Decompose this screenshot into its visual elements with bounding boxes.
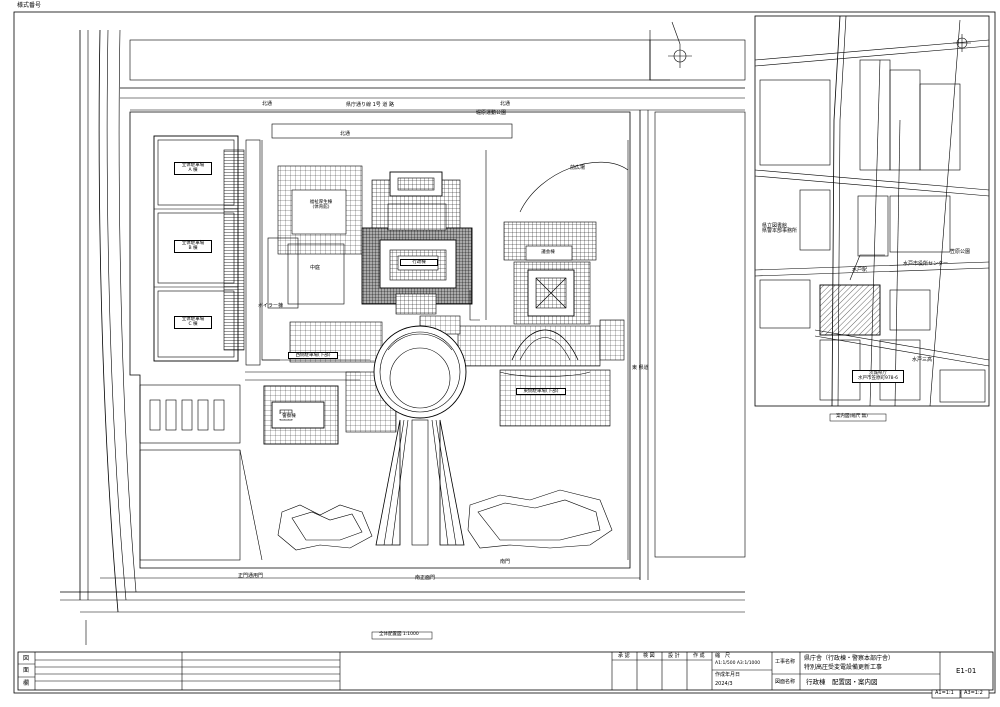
upper-road2-label: 堀原運動公園 bbox=[476, 110, 507, 116]
main-caption-box bbox=[371, 631, 433, 640]
inset-caption-box bbox=[829, 413, 887, 422]
south-entrance-right-label: 南門 bbox=[500, 559, 511, 565]
sign-header-design: 設 計 bbox=[668, 653, 680, 659]
south-entrance-left-label: 正門通用門 bbox=[238, 573, 264, 579]
south-entrance-mid-label: 南正面門 bbox=[415, 575, 436, 581]
sign-header-check: 検 図 bbox=[643, 653, 655, 659]
annex-label: 警察棟 bbox=[278, 414, 300, 420]
inset-station-label: 水戸駅 bbox=[852, 267, 868, 273]
council-building-label: 議会棟 bbox=[541, 250, 555, 255]
date-label: 作成年月日 bbox=[715, 672, 741, 678]
scale-label: 縮 尺 bbox=[715, 653, 731, 659]
scale-box-2: A3=1:2 bbox=[964, 690, 983, 696]
gym-label: 福祉厚生棟 (体育館) bbox=[300, 200, 342, 211]
bldg-b-label: 立体駐車場 B 棟 bbox=[174, 240, 212, 253]
drawing-label: 図面名称 bbox=[775, 679, 796, 685]
court-label: 中庭 bbox=[310, 265, 321, 271]
sign-header-draft: 作 成 bbox=[693, 653, 705, 659]
scale-box-1: A1=1:1 bbox=[935, 690, 954, 696]
north-road-label-3: 北通 bbox=[340, 131, 351, 137]
main-building-label: 行政棟 bbox=[400, 259, 438, 267]
west-parking-label: 西側駐車場(下部) bbox=[288, 352, 338, 360]
left-row-1: 図 bbox=[23, 655, 30, 662]
inset-office-label: 県立図書館 県警本部事務所 bbox=[762, 223, 798, 234]
east-parking-label: 東側駐車場(下部) bbox=[516, 388, 566, 396]
upper-road-label: 県庁通り線 1号 道 路 bbox=[346, 102, 394, 108]
garden-label: 前広場 bbox=[570, 165, 586, 171]
project-label: 工事名称 bbox=[775, 659, 796, 665]
main-site-plan bbox=[60, 21, 746, 645]
date-value: 2024/3 bbox=[715, 681, 733, 687]
inset-map bbox=[754, 15, 990, 407]
left-row-2: 面 bbox=[23, 667, 30, 674]
inset-scale-note: 案内図(縮尺 無) bbox=[836, 414, 868, 419]
inset-center-label: 水戸市役所センター bbox=[903, 261, 949, 267]
left-row-3: 欄 bbox=[23, 680, 30, 687]
corner-label: 様式番号 bbox=[17, 2, 42, 9]
bldg-a-label: 立体駐車場 A 棟 bbox=[174, 162, 212, 175]
title-block bbox=[17, 651, 994, 699]
project-value-1: 県庁舎（行政棟・警察本部庁舎） bbox=[804, 655, 895, 662]
bldg-c-label: 立体駐車場 C 棟 bbox=[174, 316, 212, 329]
sheet-border bbox=[13, 11, 996, 694]
plant-label: ボイラー棟 bbox=[258, 303, 284, 309]
north-road-label-1: 北通 bbox=[262, 101, 273, 107]
inset-park-label: 笠原公園 bbox=[950, 249, 971, 255]
north-road-label-2: 北通 bbox=[500, 101, 511, 107]
inset-target-label: 茨城県庁 水戸市笠原町978-6 bbox=[852, 370, 904, 383]
east-road-label: 東 県道 bbox=[632, 365, 649, 371]
project-value-2: 特別高圧受変電設備更新工事 bbox=[804, 664, 883, 671]
inset-school-label: 水戸三高 bbox=[912, 357, 933, 363]
sign-header-approve: 承 認 bbox=[618, 653, 630, 659]
main-scale-note: 全体配置図 1:1000 bbox=[379, 632, 419, 637]
scale-value: A1:1/500 A3:1/1000 bbox=[715, 661, 761, 666]
drawing-number: E1-01 bbox=[956, 667, 977, 675]
drawing-value: 行政棟 配置図・案内図 bbox=[806, 678, 878, 686]
